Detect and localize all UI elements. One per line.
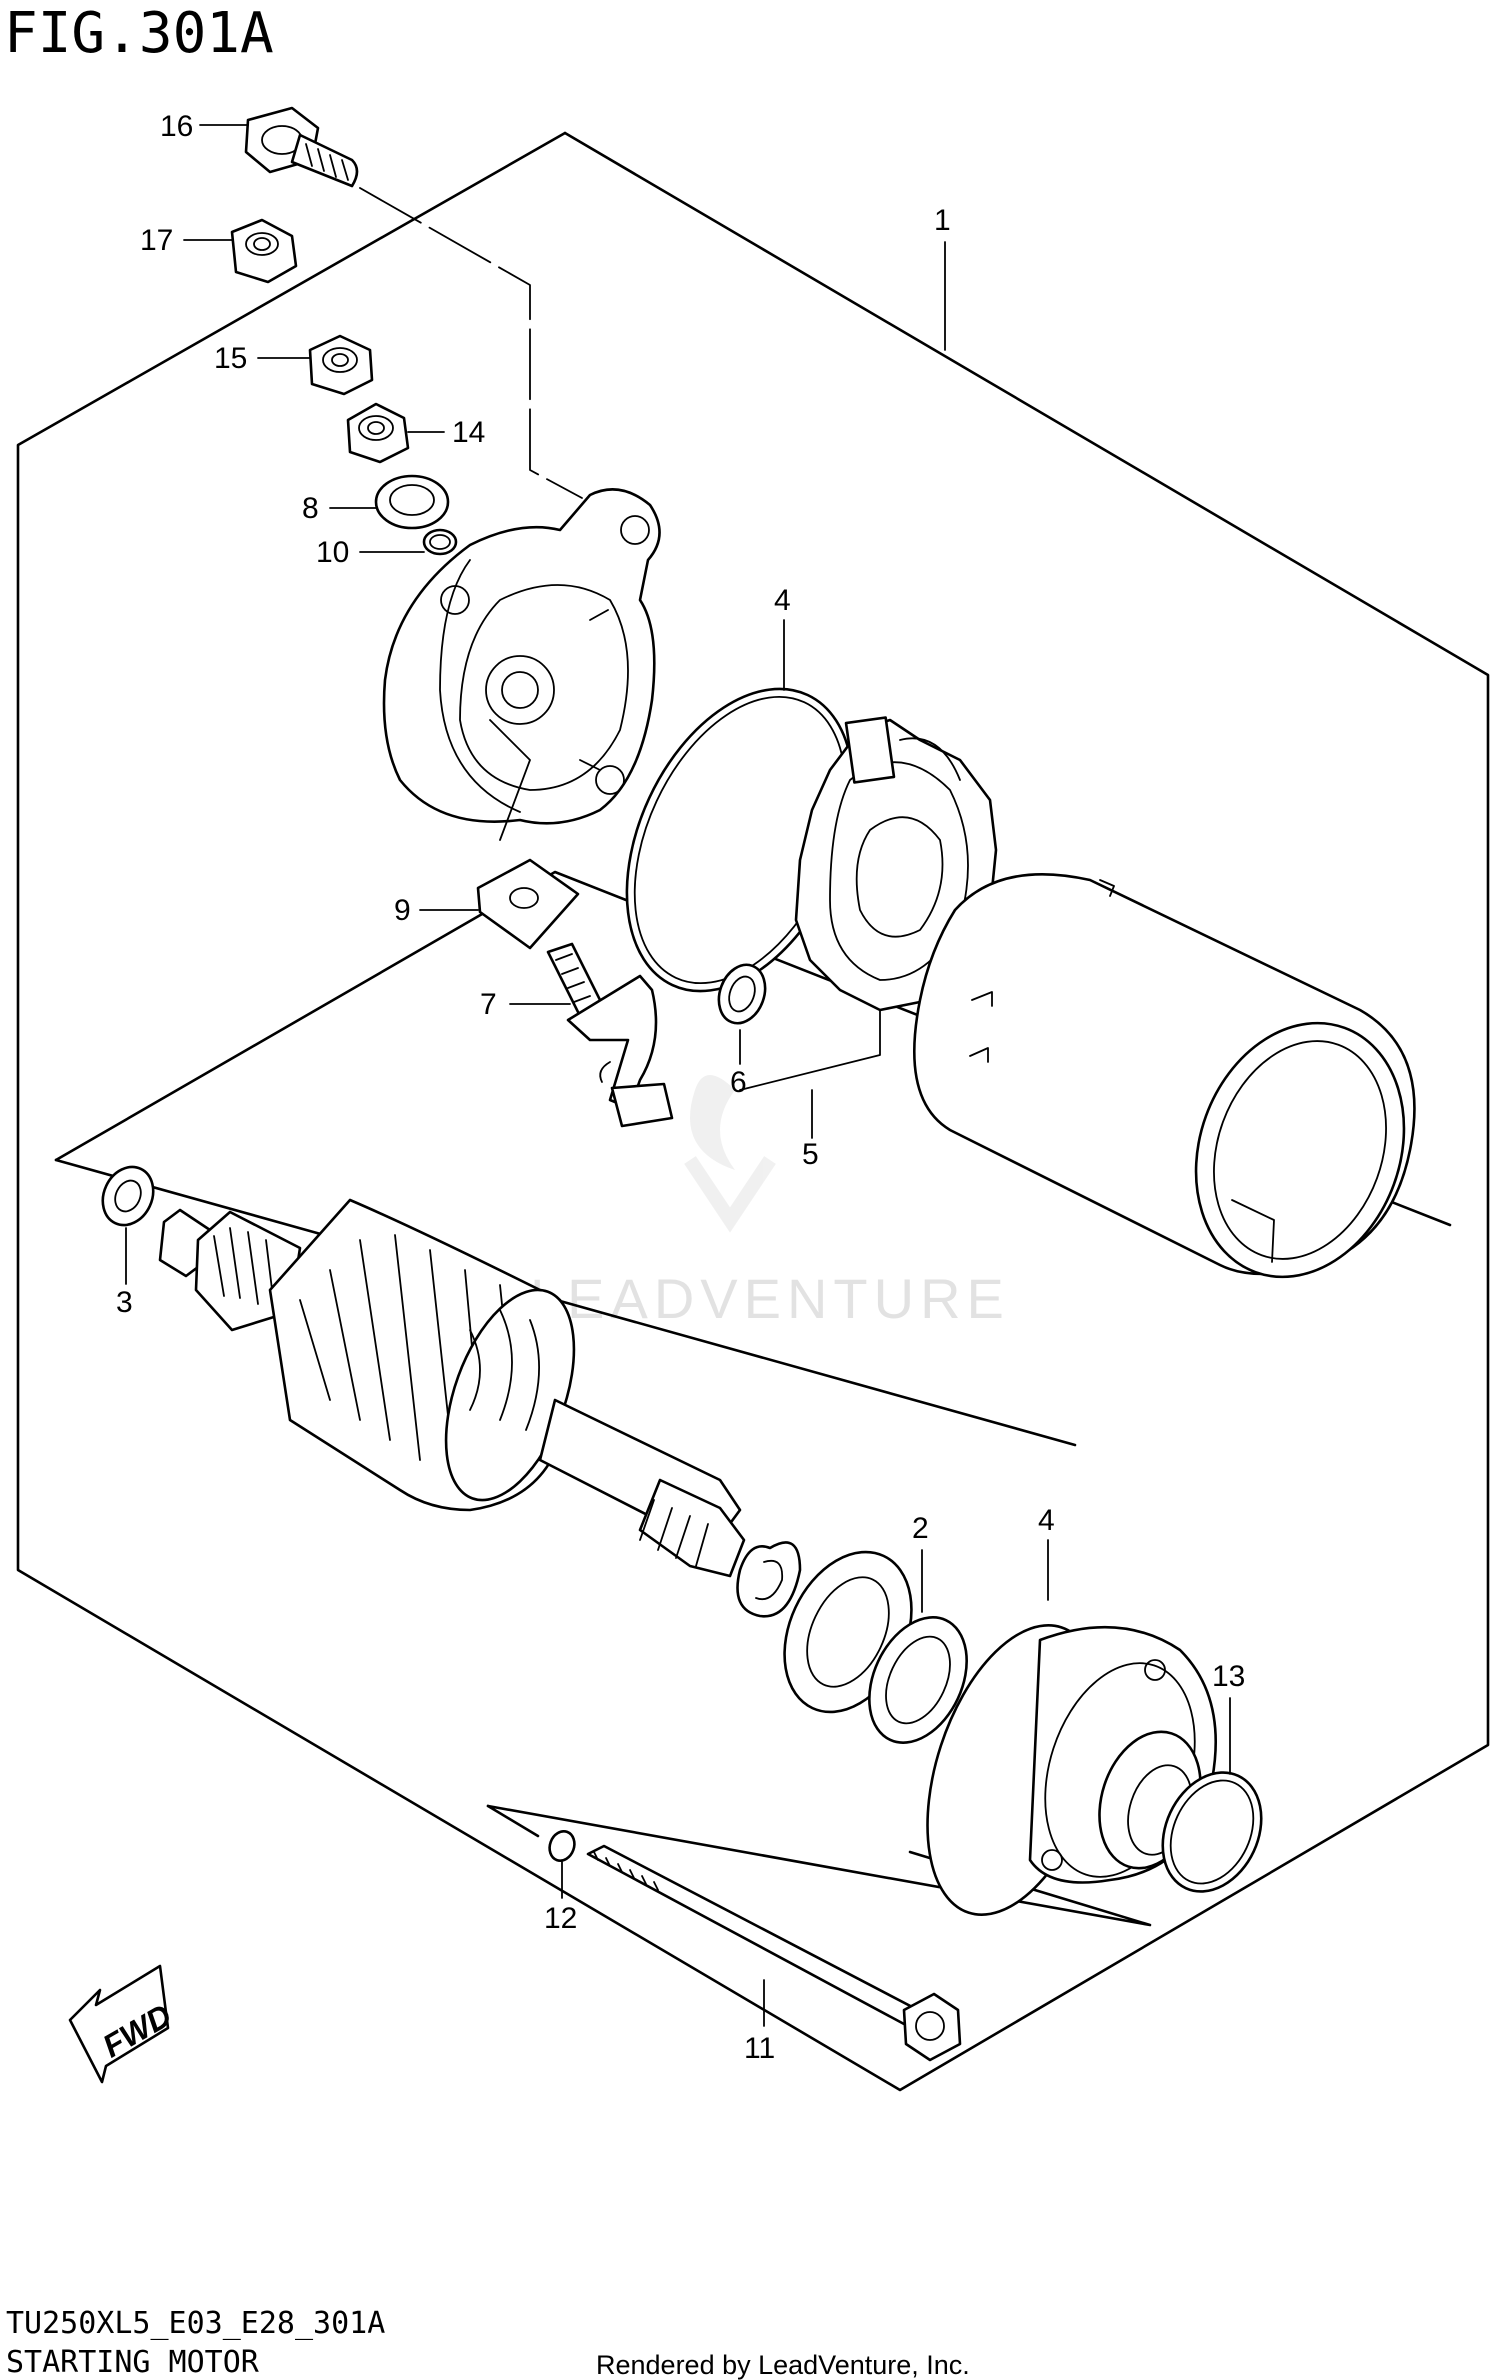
callout-5: 5 (802, 1138, 819, 1171)
callout-16: 16 (160, 110, 193, 143)
yoke-housing (913, 873, 1416, 1279)
callout-10: 10 (316, 536, 349, 569)
callout-15: 15 (214, 342, 247, 375)
assembly-outline (16, 131, 1490, 2092)
washer-part-3 (101, 1165, 155, 1227)
nut-part-14 (346, 402, 410, 464)
snap-ring (736, 1541, 802, 1618)
callout-6: 6 (730, 1066, 747, 1099)
leader-5 (739, 1009, 881, 1091)
rear-cover (382, 488, 661, 841)
insulator-part-9 (476, 858, 580, 950)
callout-3: 3 (116, 1286, 133, 1319)
bolt-part-16 (244, 106, 359, 188)
callout-12: 12 (544, 1902, 577, 1935)
washer-part-8 (374, 474, 450, 530)
armature (158, 1198, 746, 1578)
terminal-part-7 (546, 942, 674, 1128)
bolt-axis-line (359, 187, 583, 499)
figure-title: FIG.301A (4, 1, 274, 66)
section-name: STARTING MOTOR (6, 2345, 260, 2380)
callout-2: 2 (912, 1512, 929, 1545)
rendered-by-credit: Rendered by LeadVenture, Inc. (596, 2350, 970, 2380)
nut-part-15 (308, 334, 374, 396)
through-bolt-part-11 (586, 1844, 962, 2062)
callout-17: 17 (140, 224, 173, 257)
oring-part-10 (422, 528, 458, 556)
nut-part-17 (230, 218, 298, 284)
callout-14: 14 (452, 416, 485, 449)
fwd-arrow-icon: FWD (68, 1964, 178, 2084)
callout-4-upper: 4 (774, 584, 791, 617)
armature-group-bracket-lower (54, 1158, 1077, 1447)
callout-9: 9 (394, 894, 411, 927)
bearing-part-6 (717, 963, 767, 1025)
bearing-part-2 (868, 1616, 968, 1744)
callout-4-lower: 4 (1038, 1504, 1055, 1537)
watermark-logo (684, 1075, 776, 1233)
watermark-text: LEADVENTURE (530, 1267, 1010, 1330)
callout-8: 8 (302, 492, 319, 525)
oring-part-12 (548, 1830, 576, 1862)
bolt-group-bracket-b (486, 1804, 540, 1838)
callout-1: 1 (934, 204, 951, 237)
callout-13: 13 (1212, 1660, 1245, 1693)
oring-part-13 (1161, 1771, 1263, 1893)
callout-7: 7 (480, 988, 497, 1021)
callout-11: 11 (744, 2032, 775, 2065)
model-code: TU250XL5_E03_E28_301A (6, 2306, 385, 2341)
